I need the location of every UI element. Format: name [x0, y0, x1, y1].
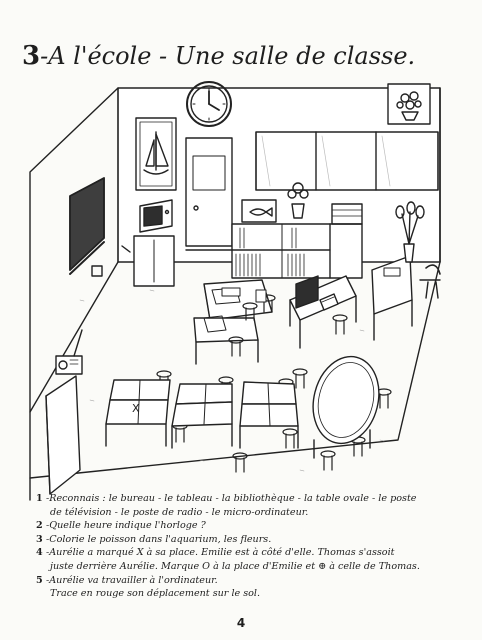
radio-icon	[55, 329, 83, 375]
aquarium-icon	[241, 199, 277, 223]
page-title: 3-A l'école - Une salle de classe.	[22, 36, 462, 76]
instruction-4: 4-Aurélie a marqué X à sa place. Emilie …	[36, 547, 420, 572]
floor-texture	[79, 289, 385, 472]
instruction-2: 2-Quelle heure indique l'horloge ?	[36, 520, 206, 532]
instruction-3: 3-Colorie le poisson dans l'aquarium, le…	[36, 533, 272, 545]
teacher-chair	[419, 264, 441, 299]
blackboard-icon	[69, 177, 105, 277]
instruction-1: 1-Reconnais : le bureau - le tableau - l…	[36, 493, 417, 518]
oval-table-icon	[312, 355, 380, 459]
door	[185, 137, 233, 251]
flower-picture-icon	[387, 83, 431, 125]
page-number: 4	[236, 616, 246, 630]
sailboat-picture-icon	[135, 117, 177, 191]
clock-icon	[186, 81, 232, 127]
radio-cabinet	[45, 375, 81, 495]
title-text: -A l'école - Une salle de classe.	[40, 42, 416, 70]
teacher-desk	[371, 255, 413, 341]
bookshelf-icon	[231, 203, 363, 279]
title-number: 3	[22, 41, 41, 71]
student-tables-front	[105, 379, 299, 449]
computer-icon	[295, 275, 339, 311]
television-icon	[121, 199, 175, 287]
papers	[221, 287, 267, 303]
flower-vase-icon	[395, 201, 425, 263]
instruction-5: 5-Aurélie va travailler à l'ordinateur. …	[36, 574, 261, 600]
mark-x: X	[132, 402, 140, 415]
flower-pot-icon	[287, 182, 309, 219]
instructions-list: 1-Reconnais : le bureau - le tableau - l…	[36, 492, 472, 601]
student-table-back	[193, 279, 273, 365]
windows	[255, 131, 439, 191]
